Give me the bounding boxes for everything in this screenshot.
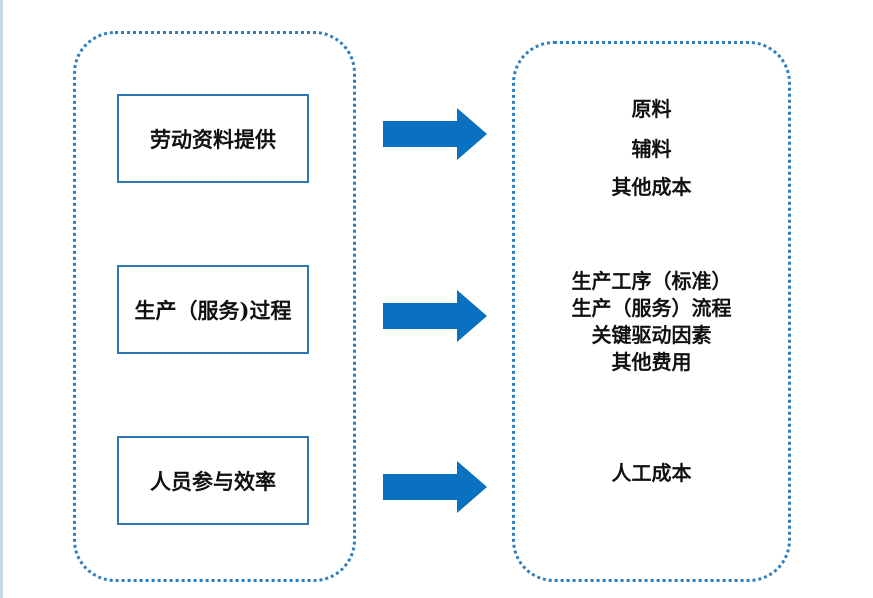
cost-item-other-costs: 其他成本 xyxy=(611,175,692,199)
box-label: 劳动资料提供 xyxy=(150,126,276,152)
cost-item-auxiliary-materials: 辅料 xyxy=(631,137,672,161)
box-labor-resources: 劳动资料提供 xyxy=(117,94,309,183)
cost-item-service-flow: 生产（服务）流程 xyxy=(571,296,732,320)
box-production-process: 生产（服务)过程 xyxy=(117,265,309,354)
cost-item-raw-materials: 原料 xyxy=(631,97,672,121)
box-label: 人员参与效率 xyxy=(150,468,276,494)
right-dotted-group xyxy=(512,41,791,582)
window-edge xyxy=(0,0,3,598)
box-staff-efficiency: 人员参与效率 xyxy=(117,436,309,525)
left-dotted-group xyxy=(73,31,356,582)
right-arrow-icon xyxy=(383,290,487,342)
cost-item-key-drivers: 关键驱动因素 xyxy=(591,323,712,347)
right-arrow-icon xyxy=(383,461,487,513)
cost-item-labor-cost: 人工成本 xyxy=(611,461,692,485)
box-label: 生产（服务)过程 xyxy=(134,297,292,323)
cost-item-production-steps: 生产工序（标准） xyxy=(571,269,732,293)
cost-item-other-expenses: 其他费用 xyxy=(611,350,692,374)
right-arrow-icon xyxy=(383,108,487,160)
